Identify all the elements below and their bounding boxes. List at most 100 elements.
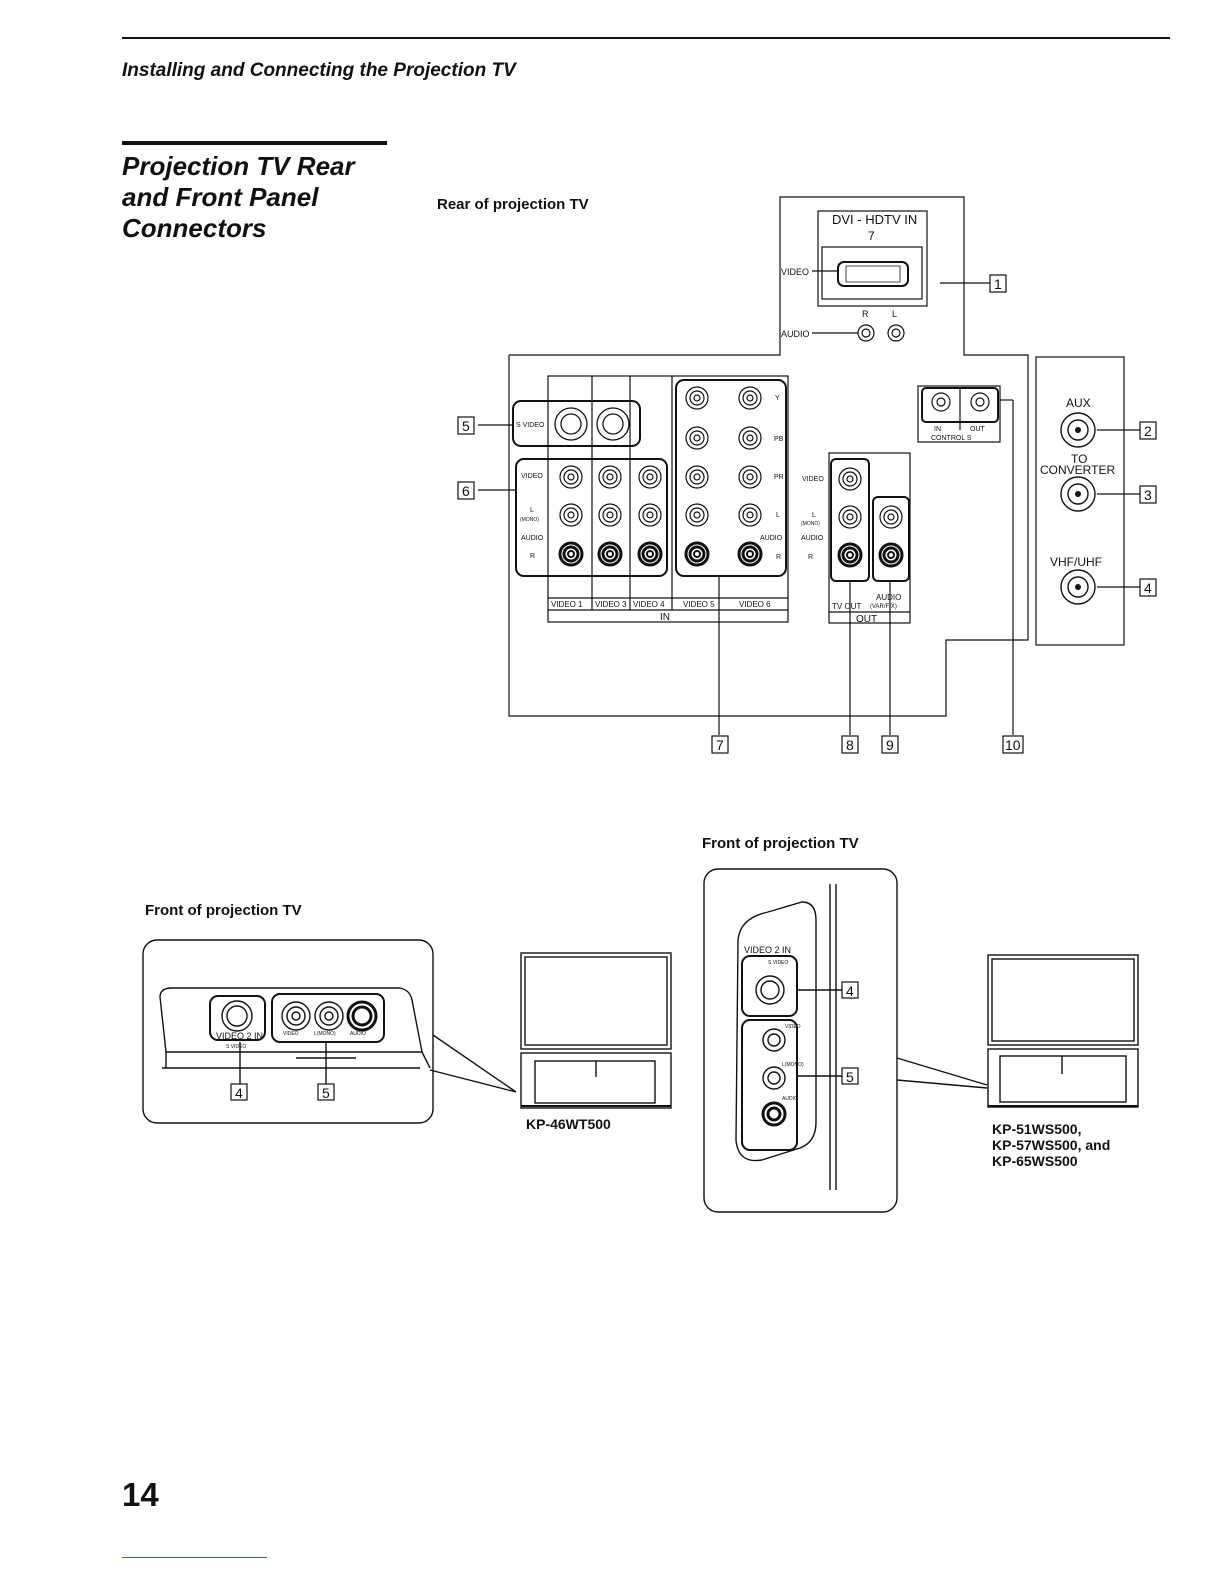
rca-jack [883,509,899,525]
footer-rule [122,1557,267,1558]
front-46-caption: Front of projection TV [145,902,302,919]
rca-jack [559,465,583,489]
front-ws-svideo-label: S VIDEO [768,960,788,966]
composite-group [515,458,668,577]
front-46-av-group [271,993,385,1043]
audio-var-fix-label: AUDIO [876,593,901,602]
rca-jack [842,471,858,487]
rca-jack [567,550,575,558]
input-group-label: VIDEO 6 [739,600,771,609]
rear-panel-diagram: DVI - HDTV IN 7 VIDEO AUDIO R L S VIDEO … [457,196,1157,754]
rca-jack [606,550,614,558]
section-title: Projection TV Rear and Front Panel Conne… [122,151,402,244]
front-ws-av-group [741,1019,798,1151]
svideo-jack-3 [596,407,630,441]
component-group [675,379,787,577]
to-label: TO [1071,452,1087,466]
row-mono-label: (MONO) [520,517,539,523]
rca-jack [563,469,579,485]
rca-jack [741,545,759,563]
rca-jack [646,473,654,481]
to-converter-connector [1060,476,1096,512]
rca-jack [693,511,701,519]
callout-5: 5 [462,418,470,434]
front-ws-diagram: 4 5 VIDEO 2 IN S VIDEO VIDEO L(MONO) AUD… [703,868,1139,1213]
tv-46-cabinet [520,1052,672,1109]
callout-1: 1 [994,276,1002,292]
rca-jack [746,473,754,481]
rca-jack [689,469,705,485]
rca-jack [737,541,763,567]
audio-var-fix-group [872,496,910,582]
rca-jack [638,503,662,527]
front-ws-video-label: VIDEO [785,1024,801,1030]
section-title-line: Projection TV Rear [122,151,355,181]
rca-jack [693,550,701,558]
front-46-callout-5: 5 [322,1085,330,1101]
page-number: 14 [122,1476,159,1513]
callout-7: 7 [716,737,724,753]
out-l-label: L [812,512,816,519]
dvi-l-label: L [892,309,897,319]
rca-jack [841,546,859,564]
rca-jack [602,507,618,523]
rca-jack [598,465,622,489]
front-ws-audio-label: AUDIO [782,1096,798,1102]
front-ws-inset [703,868,898,1213]
rca-jack [693,434,701,442]
front-46-panel [159,987,423,1053]
component-r-label: R [776,554,781,561]
control-s-in-jack [931,392,951,412]
rca-jack [637,541,663,567]
row-video-label: VIDEO [521,473,543,480]
callout-8: 8 [846,737,854,753]
callout-3: 3 [1144,487,1152,503]
rca-jack [738,426,762,450]
svideo-group [512,400,641,447]
rca-jack [642,469,658,485]
front-46-lmono-label: L(MONO) [314,1031,336,1037]
rca-jack [887,551,895,559]
front-ws-svideo-group [741,955,798,1017]
input-group-label: VIDEO 3 [595,600,627,609]
rca-jack [646,550,654,558]
out-video-label: VIDEO [802,476,824,483]
rca-jack [689,390,705,406]
front-46-inset [142,939,434,1124]
running-head: Installing and Connecting the Projection… [122,60,516,81]
rca-jack [558,541,584,567]
dvi-audio-label: AUDIO [781,329,810,339]
pb-label: PB [774,436,784,443]
tv-out-label: TV OUT [832,602,861,611]
out-r-label: R [808,554,813,561]
dvi-label: DVI - HDTV IN [832,212,917,227]
component-audio-label: AUDIO [760,535,783,542]
front-ws-video2-label: VIDEO 2 IN [744,945,791,955]
svideo-jack-1 [554,407,588,441]
dvi-audio-l-jack [887,324,905,342]
rear-jacks [558,386,904,568]
out-mono-label: (MONO) [801,521,820,527]
callout-6: 6 [462,483,470,499]
rca-jack [567,473,575,481]
rca-jack [742,390,758,406]
front-46-callout-4: 4 [235,1085,243,1101]
model-line: KP-65WS500 [992,1153,1078,1169]
dvi-r-label: R [862,309,869,319]
rca-jack [746,550,754,558]
front-46-svideo-label: S VIDEO [226,1044,246,1050]
front-46-audio-label: AUDIO [350,1031,366,1037]
rca-jack [846,551,854,559]
model-line: KP-57WS500, and [992,1137,1111,1153]
rca-jack [562,545,580,563]
callout-9: 9 [886,737,894,753]
control-s-box [917,385,1001,443]
rca-jack [597,541,623,567]
out-label: OUT [856,614,877,625]
rear-caption: Rear of projection TV [437,196,589,213]
rca-jack [742,507,758,523]
control-s-out-jack [970,392,990,412]
row-l-label: L [530,507,534,514]
front-ws-lmono-label: L(MONO) [782,1062,804,1068]
rca-jack [887,513,895,521]
